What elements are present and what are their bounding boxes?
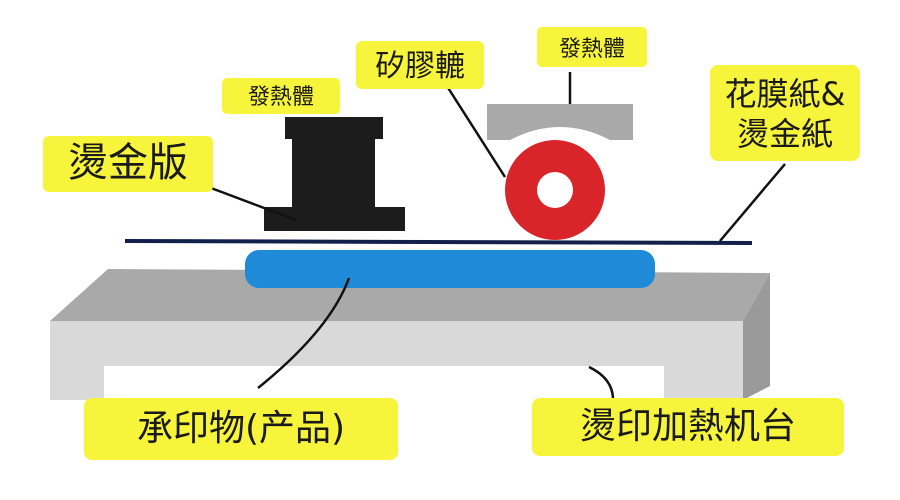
hot-stamping-plate-shape <box>264 207 405 231</box>
label-silicone-wheel: 矽膠轆 <box>356 41 484 89</box>
label-foil-paper-line2: 燙金紙 <box>737 115 833 153</box>
heater-left-top <box>285 117 383 139</box>
heater-left-assembly <box>264 117 405 231</box>
label-heater-right: 發熱體 <box>537 27 647 67</box>
label-foil-paper-line1: 花膜紙& <box>725 75 846 113</box>
heater-left-body <box>292 139 375 207</box>
leader-foil-paper <box>719 163 786 242</box>
silicone-wheel-shape <box>505 140 605 240</box>
label-machine-table: 燙印加熱机台 <box>532 398 844 456</box>
label-heater-right-text: 發熱體 <box>559 37 625 62</box>
foil-paper-line <box>124 239 753 245</box>
leader-silicone-wheel <box>443 82 507 178</box>
heater-right-block <box>487 104 633 140</box>
leader-hot-stamping-plate <box>210 186 297 222</box>
label-heater-left-text: 發熱體 <box>248 85 314 110</box>
leader-machine-table <box>588 365 615 399</box>
label-hot-stamping-plate: 燙金版 <box>43 136 213 192</box>
label-silicone-wheel-text: 矽膠轆 <box>375 49 465 84</box>
table-side <box>743 273 770 400</box>
substrate-product-shape <box>245 250 655 288</box>
table-front <box>50 321 743 400</box>
leader-lines <box>210 72 786 399</box>
label-machine-table-text: 燙印加熱机台 <box>580 406 796 447</box>
label-substrate-product: 承印物(产品) <box>84 398 398 460</box>
label-foil-paper: 花膜紙& 燙金紙 <box>710 65 860 161</box>
label-heater-left: 發熱體 <box>222 78 340 114</box>
label-hot-stamping-plate-text: 燙金版 <box>68 140 188 186</box>
leader-substrate <box>257 277 351 389</box>
label-substrate-product-text: 承印物(产品) <box>137 408 345 449</box>
machine-table <box>50 269 770 400</box>
